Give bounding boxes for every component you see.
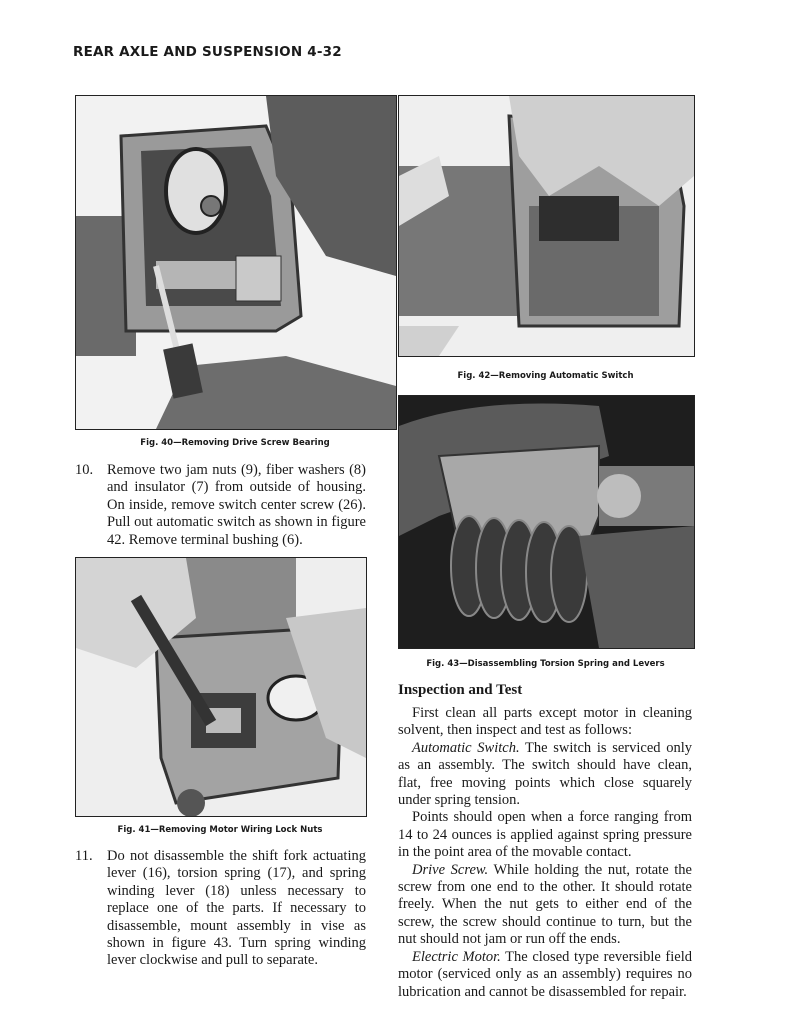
step-10: 10. Remove two jam nuts (9), fiber washe… — [75, 462, 366, 549]
page-header: REAR AXLE AND SUSPENSION 4-32 — [73, 44, 342, 60]
automatic-switch-label: Automatic Switch. — [412, 739, 520, 756]
points-paragraph: Points should open when a force ranging … — [398, 809, 692, 861]
figure-43-photo — [398, 395, 695, 649]
figure-40-caption: Fig. 40—Removing Drive Screw Bearing — [140, 438, 330, 448]
step-text: Do not disassemble the shift fork actuat… — [107, 848, 366, 969]
inspection-body: First clean all parts except motor in cl… — [398, 705, 692, 1001]
electric-motor-text: The closed type reversible field motor (… — [398, 948, 692, 1000]
section-heading: Inspection and Test — [398, 682, 523, 698]
figure-41-caption: Fig. 41—Removing Motor Wiring Lock Nuts — [117, 825, 323, 835]
figure-41-photo — [75, 557, 367, 817]
electric-motor-paragraph: Electric Motor. The closed type reversib… — [398, 949, 692, 1001]
drive-screw-text: While holding the nut, rotate the screw … — [398, 861, 692, 948]
step-text: Remove two jam nuts (9), fiber washers (… — [107, 462, 366, 548]
electric-motor-label: Electric Motor. — [412, 948, 501, 965]
step-number: 10. — [75, 462, 94, 478]
drive-screw-label: Drive Screw. — [412, 861, 489, 878]
figure-42-photo — [398, 95, 695, 357]
drive-screw-paragraph: Drive Screw. While holding the nut, rota… — [398, 862, 692, 949]
automatic-switch-paragraph: Automatic Switch. The switch is serviced… — [398, 740, 692, 810]
figure-40-photo — [75, 95, 397, 430]
automatic-switch-text: The switch is serviced only as an assemb… — [398, 739, 692, 809]
inspection-intro: First clean all parts except motor in cl… — [398, 705, 692, 739]
step-11: 11. Do not disassemble the shift fork ac… — [75, 848, 366, 970]
figure-42-caption: Fig. 42—Removing Automatic Switch — [457, 371, 634, 381]
figure-43-caption: Fig. 43—Disassembling Torsion Spring and… — [426, 659, 665, 669]
step-number: 11. — [75, 848, 93, 864]
